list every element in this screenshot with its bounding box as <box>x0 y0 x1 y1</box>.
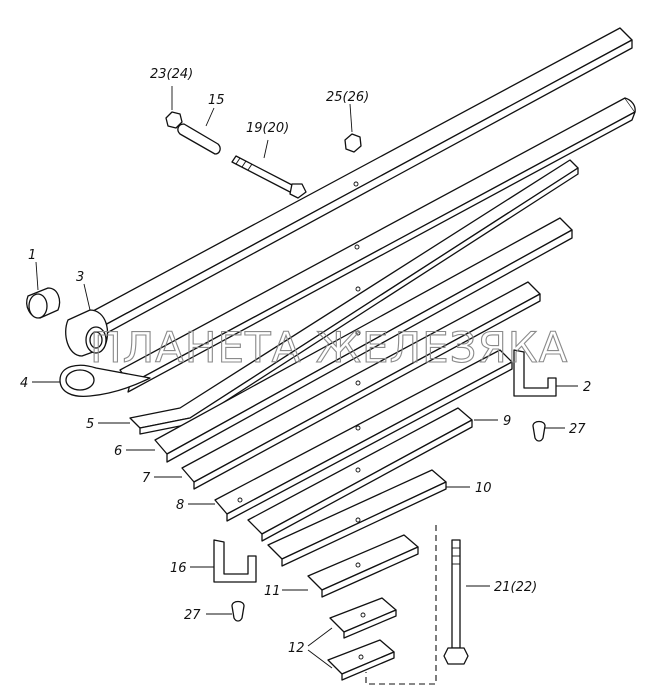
leader-lines <box>32 86 578 669</box>
leaf-8 <box>214 349 513 522</box>
pin-15 <box>177 123 221 155</box>
label-3: 3 <box>76 270 84 285</box>
rubber-27-right <box>532 420 546 442</box>
assembly-bracket <box>365 525 437 685</box>
center-bolt-21 <box>443 539 469 665</box>
watermark: ПЛАНЕТА ЖЕЛЕЗЯКА <box>90 323 568 372</box>
label-2: 2 <box>583 380 591 395</box>
label-27-left: 27 <box>184 608 201 623</box>
pad-12-upper <box>329 597 397 639</box>
label-16: 16 <box>170 561 187 576</box>
label-1: 1 <box>28 248 36 263</box>
leaf-11 <box>307 534 419 598</box>
label-12: 12 <box>288 641 305 656</box>
label-5: 5 <box>86 417 94 432</box>
rubber-27-left <box>231 600 245 622</box>
eye-4 <box>59 364 151 398</box>
label-9: 9 <box>503 414 511 429</box>
label-6: 6 <box>114 444 122 459</box>
main-leaf <box>79 27 633 342</box>
pad-12-lower <box>327 639 395 681</box>
label-19: 19(20) <box>246 121 289 136</box>
leaf-10 <box>267 469 447 567</box>
label-27-right: 27 <box>569 422 586 437</box>
bushing-1 <box>26 287 61 319</box>
label-23: 23(24) <box>150 67 193 82</box>
leaf-5 <box>129 159 579 435</box>
label-25: 25(26) <box>326 90 369 105</box>
leaf-9 <box>247 407 473 542</box>
nut-25 <box>344 133 362 153</box>
label-11: 11 <box>264 584 281 599</box>
clip-16 <box>213 539 257 583</box>
label-15: 15 <box>208 93 225 108</box>
eye-3 <box>65 309 109 357</box>
clip-2 <box>513 349 557 397</box>
label-10: 10 <box>475 481 492 496</box>
label-7: 7 <box>142 471 151 486</box>
label-21: 21(22) <box>494 580 537 595</box>
leaf-6 <box>154 217 573 463</box>
label-4: 4 <box>20 376 28 391</box>
label-8: 8 <box>176 498 184 513</box>
leaf-7 <box>181 281 541 490</box>
nut-23 <box>165 111 183 129</box>
bolt-19 <box>231 155 307 199</box>
